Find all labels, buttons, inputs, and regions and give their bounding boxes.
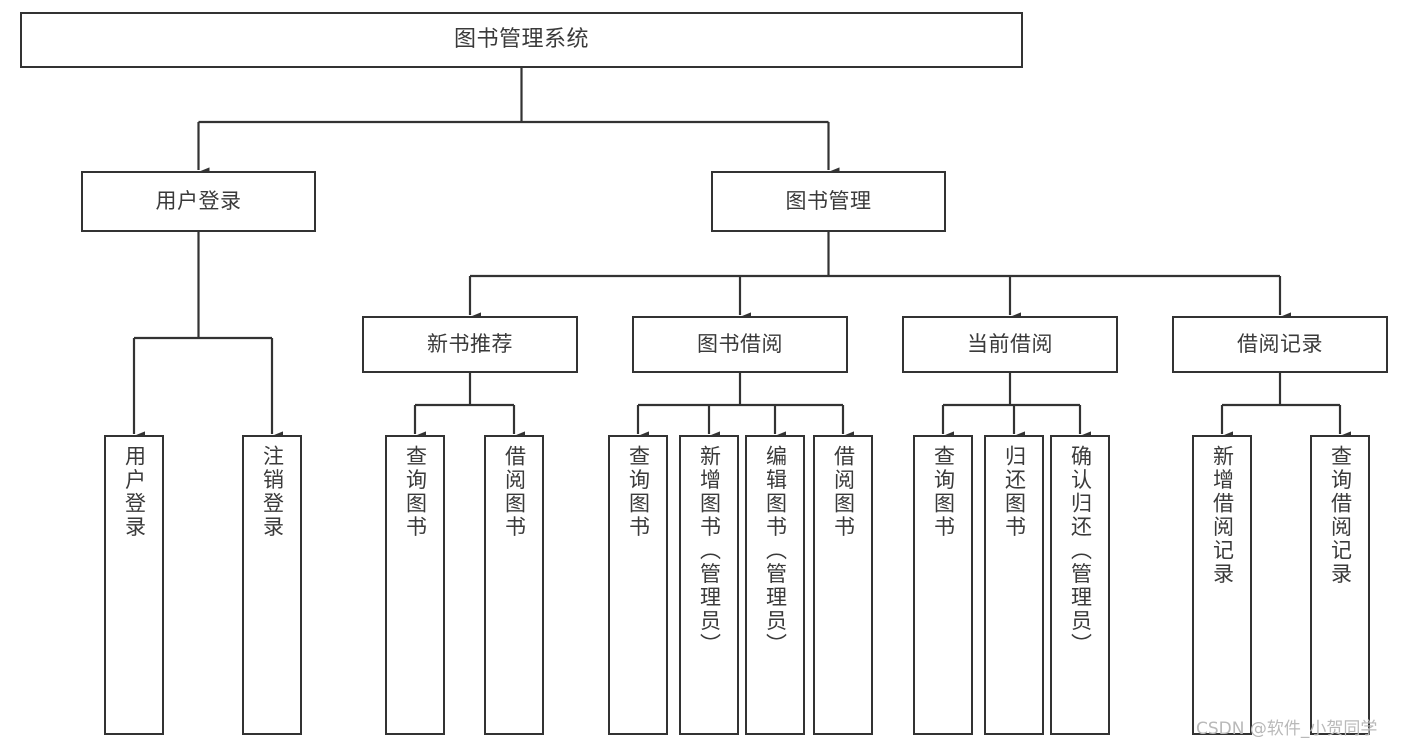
- node-label: 归还图书: [1002, 445, 1027, 539]
- watermark: CSDN @软件_小贺同学: [1196, 719, 1378, 739]
- node-current[interactable]: 当前借阅: [902, 316, 1118, 373]
- node-leaf-2[interactable]: 注销登录: [242, 435, 302, 735]
- edge-paths: [120, 68, 1351, 452]
- node-label: 编辑图书（管理员）: [763, 445, 788, 657]
- node-leaf-10[interactable]: 归还图书: [984, 435, 1044, 735]
- node-records[interactable]: 借阅记录: [1172, 316, 1388, 373]
- node-root[interactable]: 图书管理系统: [20, 12, 1023, 68]
- node-leaf-5[interactable]: 查询图书: [608, 435, 668, 735]
- node-label: 注销登录: [260, 445, 285, 539]
- node-label: 新书推荐: [427, 332, 513, 357]
- node-leaf-11[interactable]: 确认归还（管理员）: [1050, 435, 1110, 735]
- node-user-login[interactable]: 用户登录: [81, 171, 316, 232]
- node-label: 当前借阅: [967, 332, 1053, 357]
- node-label: 借阅图书: [831, 445, 856, 539]
- node-label: 图书借阅: [697, 332, 783, 357]
- node-new-rec[interactable]: 新书推荐: [362, 316, 578, 373]
- node-label: 用户登录: [155, 189, 242, 214]
- node-label: 用户登录: [122, 445, 147, 539]
- node-label: 确认归还（管理员）: [1068, 445, 1093, 657]
- node-label: 查询图书: [626, 445, 651, 539]
- node-label: 新增借阅记录: [1210, 445, 1235, 586]
- node-label: 借阅图书: [502, 445, 527, 539]
- node-leaf-13[interactable]: 查询借阅记录: [1310, 435, 1370, 735]
- node-leaf-9[interactable]: 查询图书: [913, 435, 973, 735]
- node-label: 查询借阅记录: [1328, 445, 1353, 586]
- node-label: 图书管理: [785, 189, 872, 214]
- node-label: 新增图书（管理员）: [697, 445, 722, 657]
- node-leaf-1[interactable]: 用户登录: [104, 435, 164, 735]
- node-leaf-3[interactable]: 查询图书: [385, 435, 445, 735]
- node-leaf-6[interactable]: 新增图书（管理员）: [679, 435, 739, 735]
- node-label: 借阅记录: [1237, 332, 1323, 357]
- node-label: 图书管理系统: [453, 27, 589, 53]
- node-leaf-4[interactable]: 借阅图书: [484, 435, 544, 735]
- node-leaf-12[interactable]: 新增借阅记录: [1192, 435, 1252, 735]
- node-label: 查询图书: [403, 445, 428, 539]
- node-leaf-7[interactable]: 编辑图书（管理员）: [745, 435, 805, 735]
- node-borrow[interactable]: 图书借阅: [632, 316, 848, 373]
- node-label: 查询图书: [931, 445, 956, 539]
- node-book-mgmt[interactable]: 图书管理: [711, 171, 946, 232]
- node-leaf-8[interactable]: 借阅图书: [813, 435, 873, 735]
